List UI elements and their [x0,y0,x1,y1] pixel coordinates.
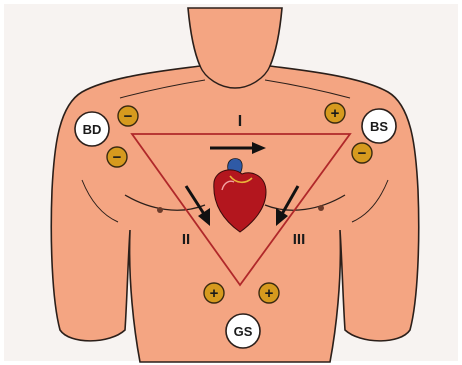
label-bs: BS [370,119,388,134]
electrode-negative-left-arm: − [352,143,372,163]
polarity-symbol: − [113,149,122,166]
electrode-positive-left-leg-b: + [259,283,279,303]
label-bd: BD [83,122,102,137]
nipple-right [318,205,324,211]
electrode-positive-left-arm: + [325,103,345,123]
polarity-symbol: + [331,105,340,122]
electrode-negative-right-arm-lower: − [107,147,127,167]
polarity-symbol: − [124,108,133,125]
electrode-label-right-arm: BD [75,112,109,146]
electrode-label-left-leg: GS [226,314,260,348]
lead-2-label: II [182,231,190,248]
label-gs: GS [234,324,253,339]
polarity-symbol: + [210,285,219,302]
electrode-negative-right-arm-upper: − [118,106,138,126]
electrode-label-left-arm: BS [362,109,396,143]
polarity-symbol: + [265,285,274,302]
electrode-positive-left-leg-a: + [204,283,224,303]
lead-3-label: III [293,231,306,248]
polarity-symbol: − [358,145,367,162]
nipple-left [157,207,163,213]
lead-1-label: I [238,113,242,130]
